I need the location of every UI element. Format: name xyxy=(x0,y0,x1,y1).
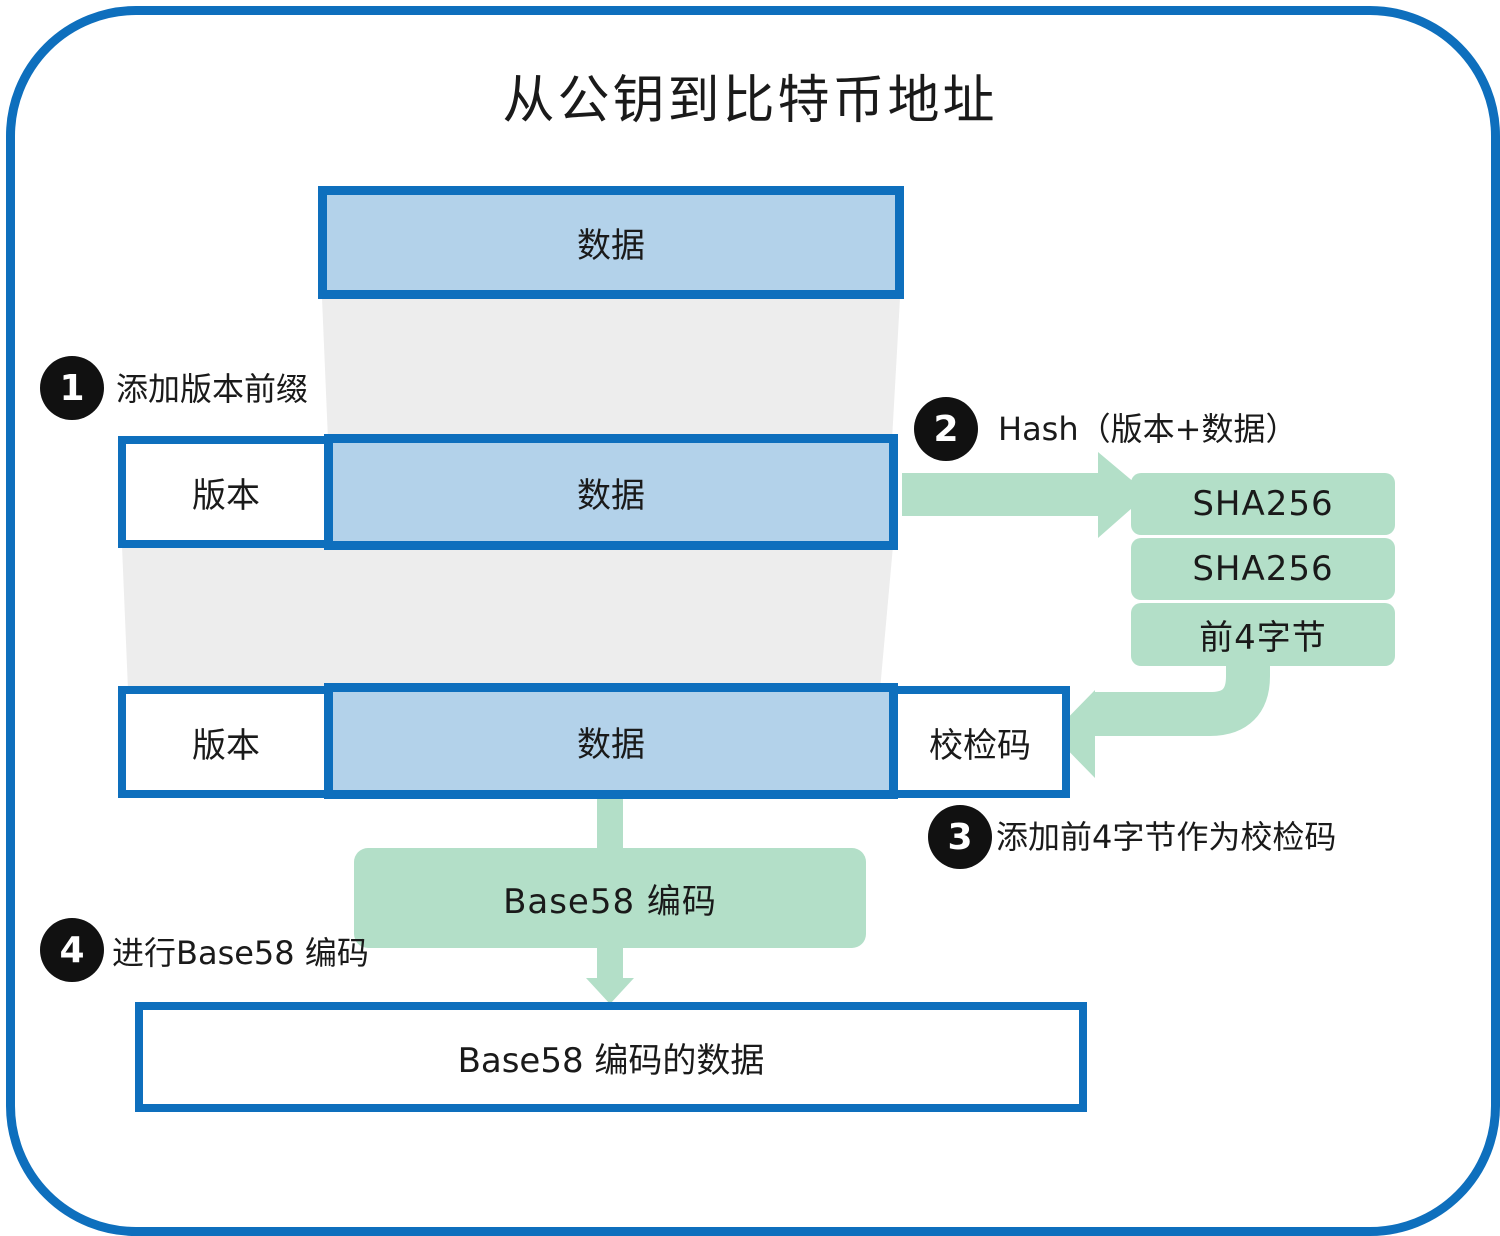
arrow-checksum-return xyxy=(1095,666,1270,736)
row2-version-label: 版本 xyxy=(192,475,260,516)
step-4-badge: 4 xyxy=(40,918,104,982)
row1-data-label: 数据 xyxy=(577,226,645,266)
row1-data-box: 数据 xyxy=(318,186,904,299)
row2-data-label: 数据 xyxy=(577,475,645,516)
hash-step-label: 前4字节 xyxy=(1199,618,1327,658)
funnel-row2-row3 xyxy=(122,546,893,690)
step-3-badge: 3 xyxy=(928,805,992,869)
arrow-down-shaft-bottom xyxy=(597,948,623,978)
row3-version-label: 版本 xyxy=(192,725,260,766)
hash-step-sha256-1: SHA256 xyxy=(1131,473,1395,535)
arrow-down-head xyxy=(586,978,634,1004)
hash-step-sha256-2: SHA256 xyxy=(1131,538,1395,600)
row3-data-label: 数据 xyxy=(577,724,645,765)
row2-data-box: 数据 xyxy=(324,434,898,550)
arrow-down-shaft-top xyxy=(597,796,623,851)
row2-version-box: 版本 xyxy=(118,436,334,548)
hash-step-label: SHA256 xyxy=(1192,484,1334,524)
step-1-badge: 1 xyxy=(40,356,104,420)
arrow-to-hash xyxy=(902,452,1148,538)
step-2-badge: 2 xyxy=(914,397,978,461)
hash-step-first-4-bytes: 前4字节 xyxy=(1131,603,1395,666)
funnel-row1-row2 xyxy=(322,298,900,440)
result-label: Base58 编码的数据 xyxy=(457,1040,765,1081)
checksum-label: 校检码 xyxy=(929,725,1031,766)
step-3-label: 添加前4字节作为校检码 xyxy=(996,818,1337,856)
diagram-frame xyxy=(6,6,1500,1236)
row3-data-box: 数据 xyxy=(324,683,898,799)
step-4-label: 进行Base58 编码 xyxy=(112,934,369,972)
page-title: 从公钥到比特币地址 xyxy=(502,71,998,131)
hash-step-label: SHA256 xyxy=(1192,549,1334,589)
step-2-label: Hash（版本+数据） xyxy=(998,410,1298,448)
base58-encode-box: Base58 编码 xyxy=(354,848,866,948)
step-1-label: 添加版本前缀 xyxy=(116,370,309,408)
arrow-checksum-head xyxy=(1052,690,1095,778)
row3-version-box: 版本 xyxy=(118,686,334,798)
base58-encode-label: Base58 编码 xyxy=(503,881,717,922)
checksum-box: 校检码 xyxy=(890,686,1070,798)
result-box: Base58 编码的数据 xyxy=(135,1002,1087,1112)
